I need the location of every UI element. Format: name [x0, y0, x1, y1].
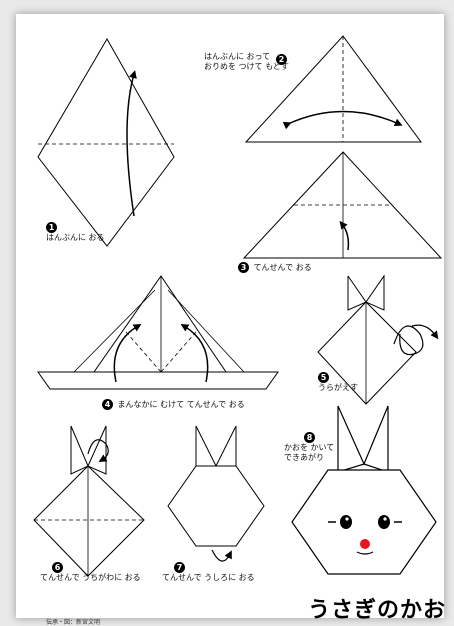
step4-number-badge: 4 — [102, 399, 113, 410]
step3-number-badge: 3 — [238, 262, 249, 273]
step8-text-line2: できあがり — [284, 453, 324, 462]
step2-number-wrap: 2 — [276, 54, 289, 65]
step4-text: まんなかに むけて てんせんで おる — [118, 400, 245, 409]
rabbit-eye-left — [340, 515, 352, 529]
step4-label: 4 まんなかに むけて てんせんで おる — [102, 399, 245, 410]
step7-text: てんせんで うしろに おる — [162, 573, 255, 582]
step1-text: はんぶんに おる — [46, 233, 105, 242]
step7-number-badge: 7 — [174, 562, 185, 573]
step8-label: 8 かおを かいて できあがり — [284, 432, 334, 463]
step5-text: うらがえす — [318, 383, 358, 392]
step6-diagram — [34, 426, 144, 576]
step1-diagram — [38, 39, 174, 246]
origami-instruction-sheet: 1 はんぶんに おる はんぶんに おって おりめを つけて もどす 2 3 てん… — [16, 14, 444, 618]
step3-text: てんせんで おる — [254, 263, 312, 272]
step5-number-badge: 5 — [318, 372, 329, 383]
step8-number-badge: 8 — [304, 432, 315, 443]
page-title: うさぎのかお — [308, 592, 446, 624]
step6-number-badge: 6 — [52, 562, 63, 573]
step3-diagram — [244, 152, 441, 258]
step6-label: 6 てんせんで うちがわに おる — [40, 562, 141, 583]
step6-text: てんせんで うちがわに おる — [40, 573, 141, 582]
origami-diagram — [16, 14, 444, 618]
step3-label: 3 てんせんで おる — [238, 262, 312, 273]
step7-label: 7 てんせんで うしろに おる — [162, 562, 255, 583]
rabbit-nose — [360, 539, 370, 549]
step7-diagram — [168, 426, 264, 561]
credit-text: 伝承・図：新宮文明 — [46, 617, 100, 626]
step1-number-badge: 1 — [46, 222, 57, 233]
step4-diagram — [38, 276, 278, 389]
rabbit-eye-right — [378, 515, 390, 529]
step2-text-line1: はんぶんに おって — [204, 52, 270, 61]
step2-number-badge: 2 — [276, 54, 287, 65]
step1-label: 1 はんぶんに おる — [46, 222, 105, 243]
step8-text-line1: かおを かいて — [284, 443, 334, 452]
step5-label: 5 うらがえす — [318, 372, 358, 393]
